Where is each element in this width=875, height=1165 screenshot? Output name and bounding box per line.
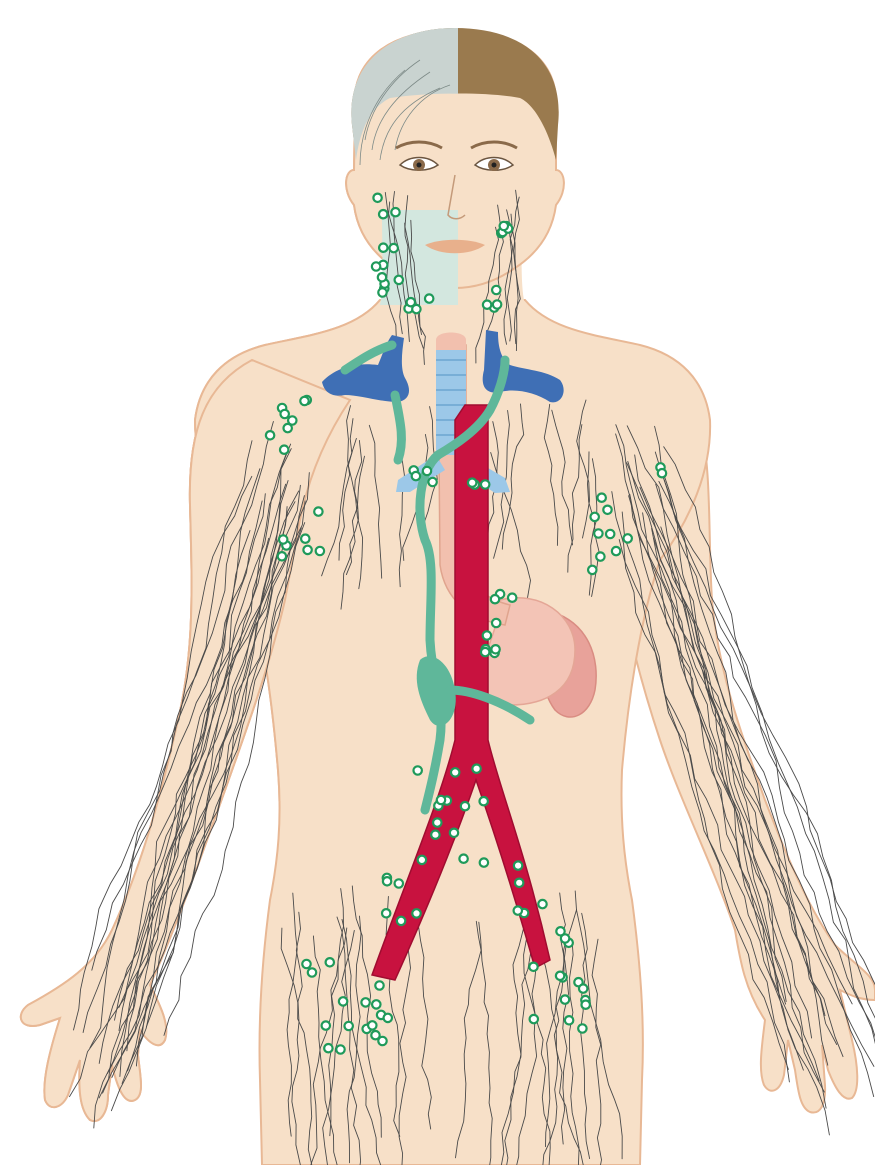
lymph-node-icon — [371, 1031, 379, 1039]
lymph-node-icon — [514, 906, 522, 914]
lymph-node-icon — [492, 286, 500, 294]
lymph-node-icon — [395, 879, 403, 887]
lymph-node-icon — [468, 479, 476, 487]
lymph-node-icon — [339, 997, 347, 1005]
lymph-node-icon — [658, 469, 666, 477]
lymph-node-icon — [383, 877, 391, 885]
lymph-node-icon — [591, 513, 599, 521]
lymph-node-icon — [437, 796, 445, 804]
lymph-node-icon — [433, 818, 441, 826]
lymph-node-icon — [368, 1021, 376, 1029]
lymph-node-icon — [491, 645, 499, 653]
lymph-node-icon — [279, 535, 287, 543]
lymph-node-icon — [483, 301, 491, 309]
lymph-node-icon — [579, 984, 587, 992]
lymph-node-icon — [624, 534, 632, 542]
lymph-node-icon — [281, 410, 289, 418]
lymph-node-icon — [379, 244, 387, 252]
lymph-node-icon — [336, 1045, 344, 1053]
lymph-node-icon — [603, 506, 611, 514]
lymph-node-icon — [472, 765, 480, 773]
lymph-node-icon — [314, 507, 322, 515]
lymph-node-icon — [418, 856, 426, 864]
lymph-node-icon — [412, 472, 420, 480]
lymph-node-icon — [266, 431, 274, 439]
lymph-node-icon — [324, 1044, 332, 1052]
lymph-node-icon — [300, 397, 308, 405]
lymph-node-icon — [538, 900, 546, 908]
lymph-node-icon — [322, 1021, 330, 1029]
lymph-node-icon — [391, 208, 399, 216]
lymph-node-icon — [596, 552, 604, 560]
lymph-node-icon — [397, 917, 405, 925]
lymph-node-icon — [561, 995, 569, 1003]
lymph-node-icon — [428, 478, 436, 486]
lymph-node-icon — [280, 446, 288, 454]
lymph-node-icon — [414, 766, 422, 774]
lymph-node-icon — [481, 648, 489, 656]
lymph-node-icon — [565, 1016, 573, 1024]
lymph-node-icon — [480, 797, 488, 805]
lymph-node-icon — [500, 222, 508, 230]
lymph-node-icon — [582, 1001, 590, 1009]
lymph-node-icon — [461, 802, 469, 810]
lymph-node-icon — [378, 273, 386, 281]
lymph-node-icon — [372, 1000, 380, 1008]
lymph-node-icon — [431, 831, 439, 839]
lymph-node-icon — [588, 566, 596, 574]
lymph-node-icon — [382, 909, 390, 917]
lymph-node-icon — [361, 998, 369, 1006]
lymph-node-icon — [491, 595, 499, 603]
lymph-node-icon — [326, 958, 334, 966]
lymph-node-icon — [514, 861, 522, 869]
lymph-node-icon — [561, 934, 569, 942]
lymph-node-icon — [483, 631, 491, 639]
lymph-node-icon — [451, 768, 459, 776]
lymph-node-icon — [373, 194, 381, 202]
lymph-node-icon — [395, 276, 403, 284]
lymph-node-icon — [407, 298, 415, 306]
lymph-node-icon — [493, 300, 501, 308]
lymph-node-icon — [481, 480, 489, 488]
lymph-node-icon — [303, 546, 311, 554]
lymph-node-icon — [375, 981, 383, 989]
lymph-node-icon — [612, 547, 620, 555]
lymph-node-icon — [278, 552, 286, 560]
lymph-node-icon — [412, 909, 420, 917]
lymph-node-icon — [492, 619, 500, 627]
lymph-node-icon — [578, 1024, 586, 1032]
lymph-node-icon — [301, 535, 309, 543]
lymph-node-icon — [594, 529, 602, 537]
lymph-node-icon — [529, 963, 537, 971]
lymph-node-icon — [425, 294, 433, 302]
lymph-node-icon — [308, 968, 316, 976]
lymph-node-icon — [459, 855, 467, 863]
lymph-node-icon — [556, 972, 564, 980]
lymph-node-icon — [390, 244, 398, 252]
lymph-node-icon — [606, 530, 614, 538]
lymph-node-icon — [302, 960, 310, 968]
lymph-node-icon — [480, 858, 488, 866]
lymph-node-icon — [530, 1015, 538, 1023]
lymph-node-icon — [384, 1014, 392, 1022]
lymph-node-icon — [423, 467, 431, 475]
lymph-node-icon — [379, 210, 387, 218]
lymph-node-icon — [508, 594, 516, 602]
lymph-node-icon — [378, 288, 386, 296]
lymph-node-icon — [345, 1022, 353, 1030]
lymph-node-icon — [316, 547, 324, 555]
lymph-node-icon — [598, 494, 606, 502]
lymph-node-icon — [372, 262, 380, 270]
lymph-node-icon — [288, 416, 296, 424]
lymph-node-icon — [515, 879, 523, 887]
lymph-node-icon — [450, 829, 458, 837]
